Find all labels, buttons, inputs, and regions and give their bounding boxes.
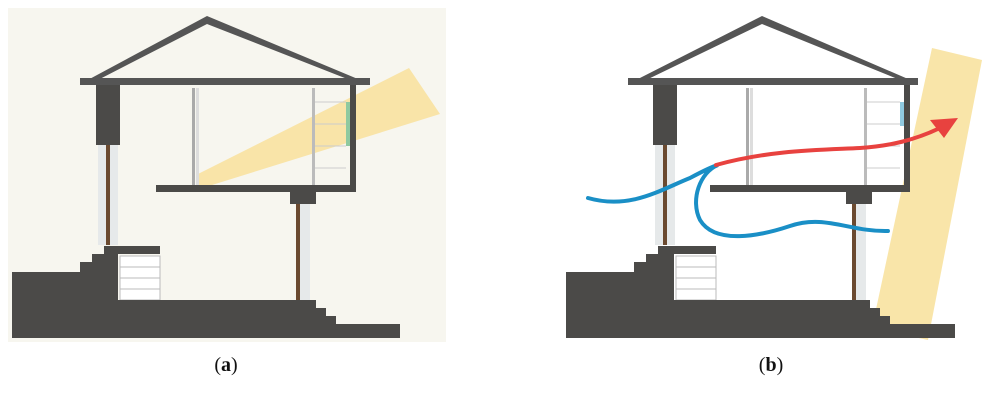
panel-a [8,8,446,342]
left-stairs [118,246,161,301]
warm-air-flow [714,126,942,167]
panel-a-caption: (a) [214,354,238,376]
high-window [900,102,904,126]
sunlight-beam [196,68,440,190]
mezzanine-slab [710,185,910,192]
ground-foundation [12,246,400,338]
left-wall [653,85,677,245]
panel-b-caption: (b) [758,354,784,376]
high-window [346,102,350,146]
mezzanine-slab [156,185,356,192]
cool-air-flow [586,163,890,239]
warm-air-arrowhead [930,118,958,138]
upper-floor-room [192,85,356,190]
ground-foundation [566,246,955,338]
left-wall [96,85,120,245]
lower-column [846,192,872,300]
roof [80,16,370,85]
lower-column [290,192,316,300]
left-stairs [674,246,717,301]
panel-b [558,8,982,342]
roof [628,16,918,85]
